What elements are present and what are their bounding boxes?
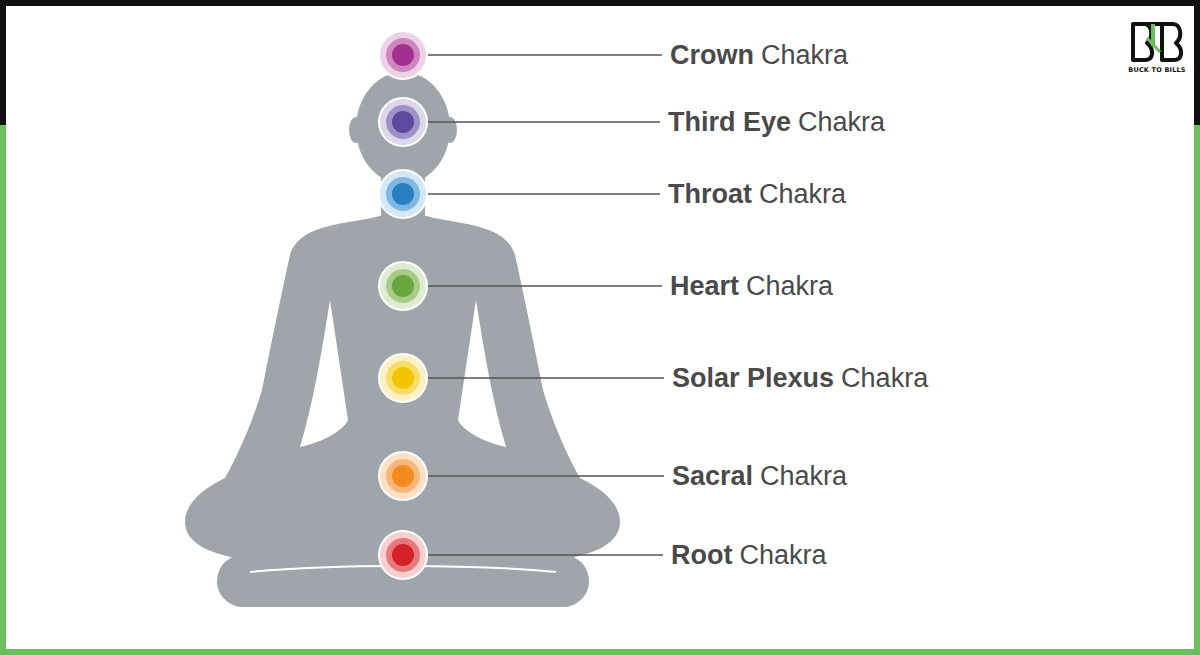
chakra-name: Throat bbox=[668, 179, 752, 209]
solar-plexus-label: Solar PlexusChakra bbox=[672, 361, 928, 395]
third-eye-dot bbox=[379, 98, 427, 146]
chakra-word: Chakra bbox=[760, 461, 847, 491]
chakra-name: Root bbox=[671, 540, 732, 570]
heart-dot bbox=[379, 262, 427, 310]
solar-plexus-dot bbox=[379, 354, 427, 402]
frame-right-dark bbox=[1194, 0, 1200, 125]
figure-gaps bbox=[300, 300, 506, 447]
crown-dot bbox=[379, 31, 427, 79]
root-dot bbox=[379, 531, 427, 579]
frame-top bbox=[0, 0, 1200, 6]
frame-right-green bbox=[1194, 125, 1200, 655]
chakra-dots bbox=[379, 31, 427, 579]
throat-dot bbox=[379, 170, 427, 218]
heart-label: HeartChakra bbox=[670, 269, 833, 303]
chakra-name: Heart bbox=[670, 271, 739, 301]
sacral-label: SacralChakra bbox=[672, 459, 847, 493]
meditating-figure bbox=[185, 72, 620, 607]
chakra-word: Chakra bbox=[761, 40, 848, 70]
root-label: Root Chakra bbox=[671, 538, 827, 572]
throat-label: ThroatChakra bbox=[668, 177, 846, 211]
logo-monogram bbox=[1133, 24, 1181, 60]
frame-left-green bbox=[0, 125, 6, 655]
frame-left-dark bbox=[0, 0, 6, 125]
chakra-word: Chakra bbox=[746, 271, 833, 301]
crown-label: CrownChakra bbox=[670, 38, 848, 72]
chakra-word: Chakra bbox=[841, 363, 928, 393]
sacral-dot bbox=[379, 452, 427, 500]
leader-lines bbox=[428, 55, 664, 555]
chakra-word: Chakra bbox=[740, 540, 827, 570]
logo-text: BUCK TO BILLS bbox=[1128, 66, 1185, 74]
chakra-word: Chakra bbox=[798, 107, 885, 137]
chakra-word: Chakra bbox=[759, 179, 846, 209]
chakra-name: Crown bbox=[670, 40, 754, 70]
frame-bottom bbox=[0, 649, 1200, 655]
chakra-name: Solar Plexus bbox=[672, 363, 834, 393]
chakra-name: Third Eye bbox=[668, 107, 791, 137]
third-eye-label: Third EyeChakra bbox=[668, 105, 885, 139]
chakra-name: Sacral bbox=[672, 461, 753, 491]
